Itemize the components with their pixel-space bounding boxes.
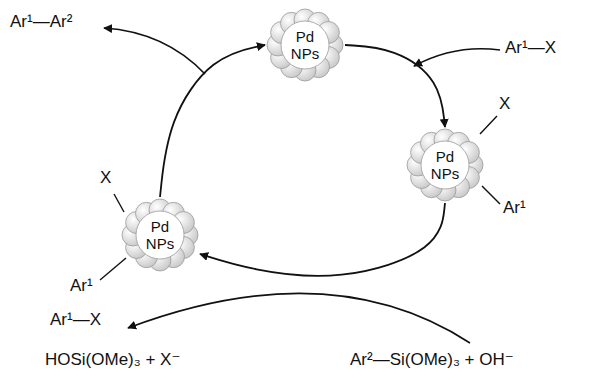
bond-line	[100, 258, 126, 280]
formula-label: X	[100, 168, 111, 188]
particle	[281, 21, 329, 69]
bond-line	[114, 194, 124, 212]
nanoparticle-cluster: Pd NPs	[120, 197, 200, 273]
product-arrow	[104, 28, 205, 74]
formula-label: Ar¹—Ar²	[10, 12, 72, 32]
formula-label: Ar¹—X	[505, 38, 556, 58]
nanoparticle-cluster: Pd NPs	[265, 7, 345, 83]
cycle-arrow	[160, 45, 265, 197]
bond-line	[480, 116, 497, 134]
reagent-arrow	[414, 49, 500, 66]
cycle-arrow	[200, 203, 445, 276]
formula-label: X	[499, 94, 510, 114]
formula-label: Ar¹—X	[50, 310, 101, 330]
nanoparticle-cluster: Pd NPs	[405, 127, 485, 203]
cluster-label: Pd NPs	[142, 219, 178, 252]
cluster-label: Pd NPs	[427, 149, 463, 182]
particle	[421, 141, 469, 189]
particle	[136, 211, 184, 259]
formula-label: HOSi(OMe)₃ + X⁻	[45, 350, 180, 370]
transmetalation-arrow	[128, 293, 470, 343]
bond-line	[482, 186, 500, 204]
cluster-label: Pd NPs	[287, 29, 323, 62]
formula-label: Ar¹	[503, 198, 526, 218]
formula-label: Ar²—Si(OMe)₃ + OH⁻	[350, 350, 514, 370]
formula-label: Ar¹	[70, 276, 93, 296]
cycle-arrow	[345, 45, 445, 127]
